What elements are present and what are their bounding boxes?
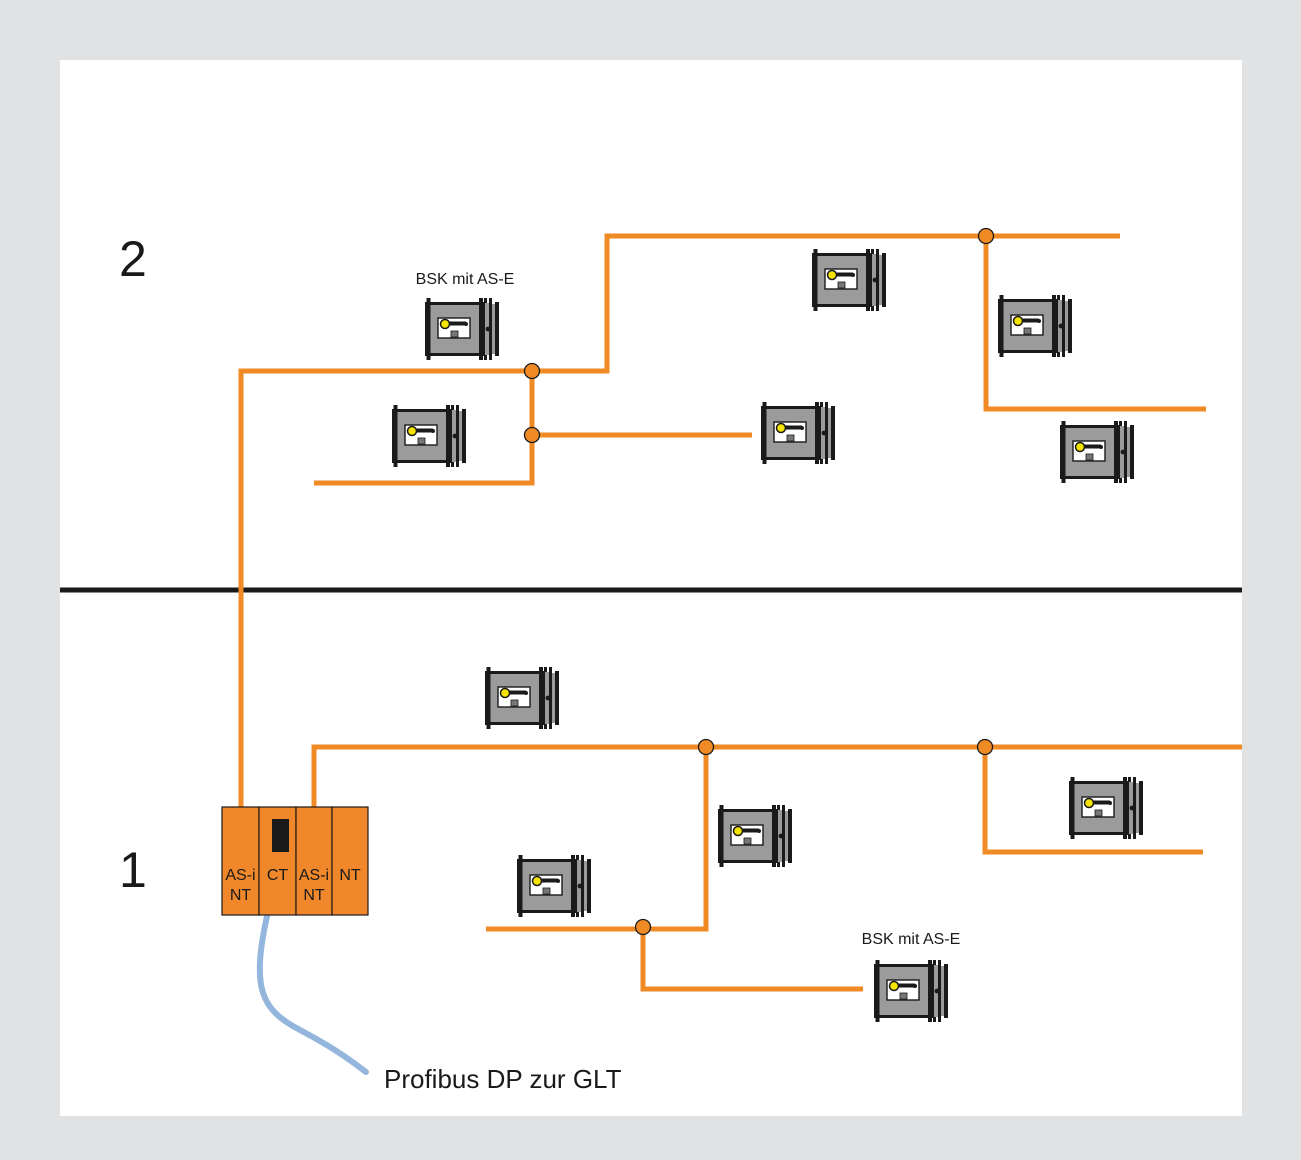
controller-module-nt	[331, 806, 369, 916]
fire-damper-icon	[516, 854, 592, 918]
fire-damper-icon	[424, 297, 500, 361]
asi-bus-lines	[238, 233, 1242, 992]
junction-node	[523, 362, 541, 380]
bus-line-floor2-branch-right	[983, 236, 1206, 412]
junction-node	[697, 738, 715, 756]
floor-number-1: 1	[119, 842, 147, 898]
bus-line-floor1-main	[311, 744, 1242, 808]
module-label: NT	[230, 887, 252, 904]
fire-damper-icon	[811, 248, 887, 312]
damper-label: BSK mit AS-E	[416, 271, 515, 288]
fire-damper-icon	[873, 959, 949, 1023]
profibus-cable	[256, 909, 369, 1075]
module-label: AS-i	[225, 867, 255, 884]
bus-junctions	[523, 227, 995, 936]
module-label: CT	[267, 867, 289, 884]
module-label: NT	[303, 887, 325, 904]
bus-line-floor1-branch-bottom	[640, 929, 863, 992]
module-label: AS-i	[299, 867, 329, 884]
fire-damper-icon	[997, 294, 1073, 358]
fire-damper-icon	[1059, 420, 1135, 484]
fire-damper-icon	[484, 666, 560, 730]
module-label: NT	[339, 867, 361, 884]
fire-damper-icon	[717, 804, 793, 868]
junction-node	[976, 738, 994, 756]
damper-label: BSK mit AS-E	[862, 931, 961, 948]
bus-line-floor1-branch-down	[486, 747, 709, 932]
ct-display	[272, 819, 289, 852]
junction-node	[634, 918, 652, 936]
fire-damper-icon	[1068, 776, 1144, 840]
bus-line-floor1-branch-right	[982, 747, 1203, 855]
controller-module-asi-nt-2	[295, 806, 333, 916]
fire-damper-icon	[760, 401, 836, 465]
profibus-label: Profibus DP zur GLT	[384, 1064, 622, 1094]
junction-node	[977, 227, 995, 245]
floor-number-2: 2	[119, 231, 147, 287]
junction-node	[523, 426, 541, 444]
bus-line-floor2-main	[238, 233, 1120, 808]
controller-module-asi-nt-1	[221, 806, 260, 916]
fire-damper-icon	[391, 404, 467, 468]
asi-controller: AS-i NT CT AS-i NT NT	[221, 806, 369, 916]
bus-line-floor2-branch-down	[314, 371, 535, 486]
